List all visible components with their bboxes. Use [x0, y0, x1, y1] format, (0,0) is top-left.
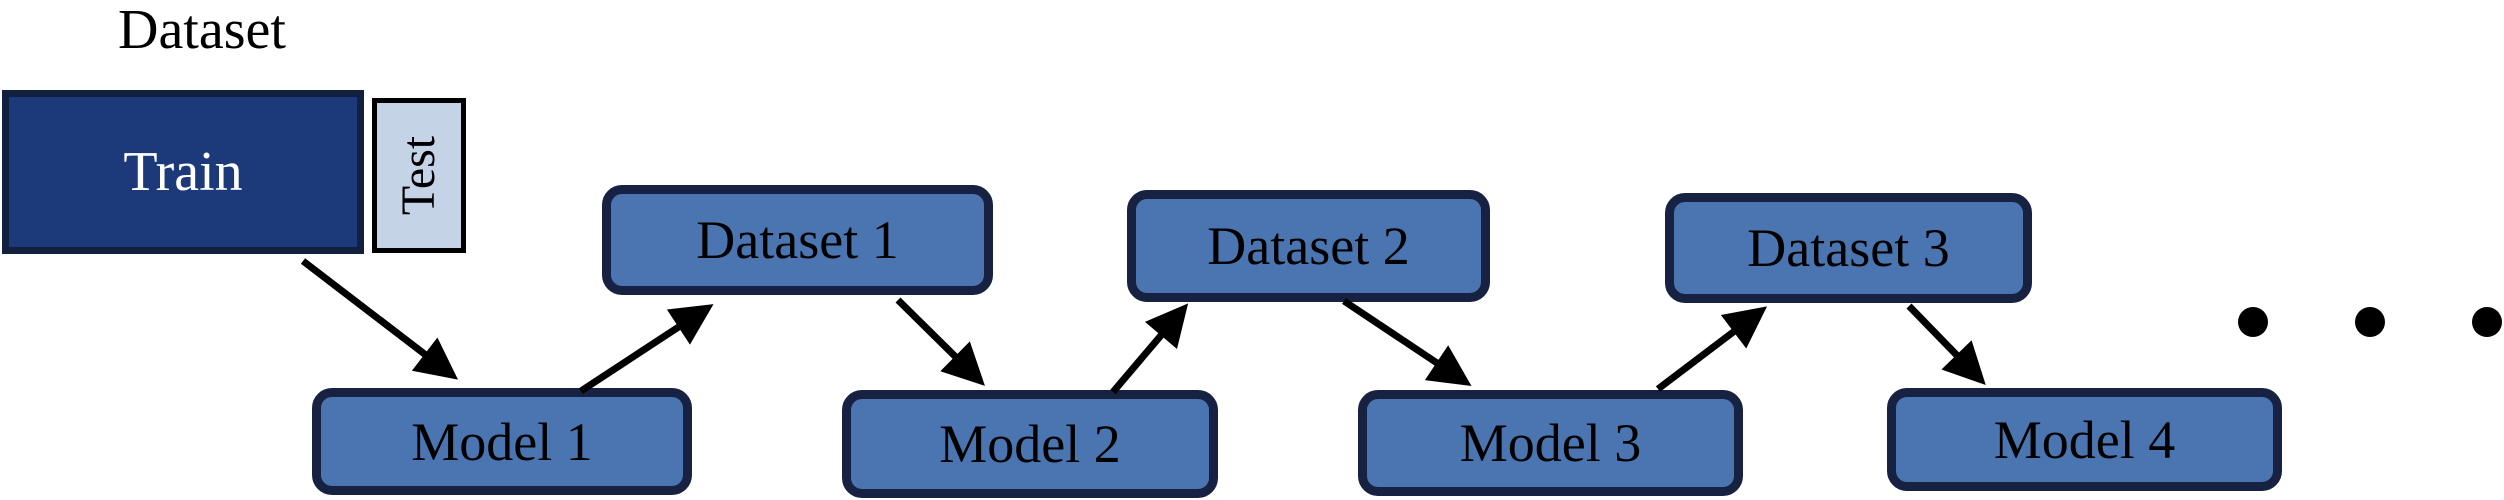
node-model-2-label: Model 2 — [939, 414, 1121, 474]
train-box: Train — [2, 90, 364, 254]
arrow-model-2-to-dataset-2-icon — [1110, 303, 1189, 395]
node-dataset-3-label: Dataset 3 — [1747, 218, 1950, 278]
node-dataset-1: Dataset 1 — [602, 185, 993, 295]
arrow-train-to-model-1-icon — [300, 258, 459, 380]
ellipsis-dot — [2355, 307, 2385, 337]
train-label: Train — [123, 141, 243, 203]
node-dataset-2: Dataset 2 — [1127, 190, 1490, 302]
test-label: Test — [392, 135, 446, 216]
arrow-dataset-2-to-model-3-icon — [1342, 298, 1472, 386]
test-box: Test — [372, 98, 466, 253]
node-model-1: Model 1 — [312, 388, 692, 495]
ellipsis-dots-icon — [2238, 307, 2502, 337]
node-model-4-label: Model 4 — [1993, 409, 2176, 470]
ellipsis-dot — [2472, 307, 2502, 337]
node-model-1-label: Model 1 — [411, 411, 593, 472]
node-model-3: Model 3 — [1358, 390, 1743, 496]
ellipsis-dot — [2238, 307, 2268, 337]
arrow-dataset-1-to-model-2-icon — [895, 297, 985, 386]
node-model-2: Model 2 — [842, 390, 1218, 498]
arrow-model-3-to-dataset-3-icon — [1655, 306, 1768, 392]
node-dataset-3: Dataset 3 — [1665, 193, 2032, 303]
node-dataset-2-label: Dataset 2 — [1207, 216, 1410, 276]
arrow-model-1-to-dataset-1-icon — [579, 304, 714, 394]
node-model-3-label: Model 3 — [1459, 413, 1642, 473]
dataset-group-label: Dataset — [118, 0, 286, 61]
arrow-dataset-3-to-model-4-icon — [1906, 303, 1986, 386]
node-model-4: Model 4 — [1887, 388, 2282, 491]
node-dataset-1-label: Dataset 1 — [696, 210, 899, 270]
